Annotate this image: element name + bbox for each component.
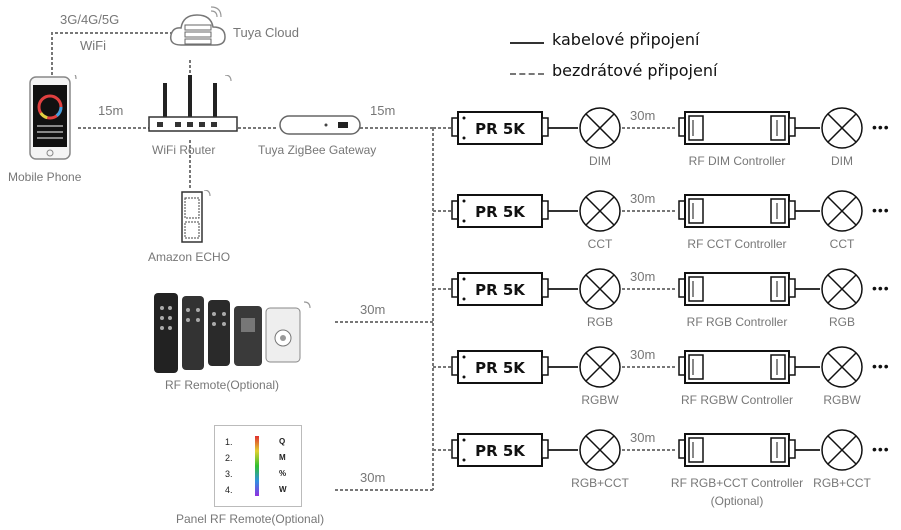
pr5k-label: PR 5K xyxy=(475,203,526,221)
legend-wired-line xyxy=(510,42,544,44)
rf-controller-box xyxy=(678,111,796,145)
output-lamp-label: RGBW xyxy=(823,393,861,407)
output-lamp-label: DIM xyxy=(831,154,853,168)
rf-remote-distance: 30m xyxy=(360,302,386,317)
gateway-label: Tuya ZigBee Gateway xyxy=(258,143,377,157)
output-lamp-label: RGB+CCT xyxy=(813,476,871,490)
rf-controller-box xyxy=(678,272,796,306)
lamp-icon xyxy=(821,268,863,310)
more-ellipsis: ••• xyxy=(872,202,890,218)
pr5k-label: PR 5K xyxy=(475,442,526,460)
panel-color-strip xyxy=(255,436,259,496)
output-lamp-label: CCT xyxy=(829,237,855,251)
lamp-label: RGB+CCT xyxy=(571,476,629,490)
distance-label: 30m xyxy=(630,430,656,445)
echo-icon xyxy=(181,190,211,243)
distance-label: 30m xyxy=(630,347,656,362)
phone-cloud-link xyxy=(51,32,175,75)
rf-controller-box xyxy=(678,194,796,228)
lamp-icon xyxy=(579,107,621,149)
rf-remotes-icon xyxy=(154,293,311,373)
lamp-icon xyxy=(821,107,863,149)
pr5k-label: PR 5K xyxy=(475,359,526,377)
lamp-icon xyxy=(821,346,863,388)
lamp-label: CCT xyxy=(587,237,613,251)
panel-remote-icon: 1. 2. 3. 4. Q M % W xyxy=(214,425,302,507)
panel-key: 2. xyxy=(225,453,233,463)
pr5k-controller: PR 5K xyxy=(451,350,549,384)
distance-label: 30m xyxy=(630,108,656,123)
router-icon xyxy=(148,75,238,132)
pr5k-label: PR 5K xyxy=(475,120,526,138)
lamp-icon xyxy=(579,268,621,310)
panel-key: 1. xyxy=(225,437,233,447)
more-ellipsis: ••• xyxy=(872,441,890,457)
legend-wired-label: kabelové připojení xyxy=(552,30,700,49)
panel-key: M xyxy=(279,453,286,462)
pr5k-controller: PR 5K xyxy=(451,433,549,467)
panel-key: 4. xyxy=(225,485,233,495)
distance-label: 30m xyxy=(630,191,656,206)
lamp-icon xyxy=(579,429,621,471)
phone-label: Mobile Phone xyxy=(8,170,82,184)
rf-remote-label: RF Remote(Optional) xyxy=(165,378,280,392)
gateway-icon xyxy=(279,115,361,135)
panel-left-keys: 1. 2. 3. 4. xyxy=(225,434,233,498)
rf-controller-box xyxy=(678,350,796,384)
panel-key: % xyxy=(279,469,287,478)
rf-controller-note: (Optional) xyxy=(710,494,764,508)
lamp-icon xyxy=(821,190,863,232)
lamp-icon xyxy=(579,346,621,388)
distance-label: 30m xyxy=(630,269,656,284)
pr5k-label: PR 5K xyxy=(475,281,526,299)
rf-controller-box xyxy=(678,433,796,467)
phone-router-distance: 15m xyxy=(98,103,124,118)
legend-wireless-line xyxy=(510,73,544,75)
more-ellipsis: ••• xyxy=(872,119,890,135)
gateway-bus-distance: 15m xyxy=(370,103,396,118)
rf-controller-label: RF RGB Controller xyxy=(686,315,788,329)
panel-key: W xyxy=(279,485,287,494)
mobile-phone-icon xyxy=(29,75,77,160)
network-label: 3G/4G/5G xyxy=(60,12,120,27)
rf-controller-label: RF DIM Controller xyxy=(688,154,786,168)
lamp-label: RGBW xyxy=(581,393,619,407)
pr5k-controller: PR 5K xyxy=(451,194,549,228)
router-label: WiFi Router xyxy=(152,143,216,157)
panel-right-keys: Q M % W xyxy=(279,434,287,498)
more-ellipsis: ••• xyxy=(872,280,890,296)
panel-remote-label: Panel RF Remote(Optional) xyxy=(176,512,325,526)
lamp-icon xyxy=(579,190,621,232)
legend-wireless-label: bezdrátové připojení xyxy=(552,61,718,80)
cloud-label: Tuya Cloud xyxy=(233,25,299,40)
panel-remote-distance: 30m xyxy=(360,470,386,485)
cloud-icon xyxy=(169,6,226,46)
output-lamp-label: RGB xyxy=(828,315,855,329)
lamp-label: RGB xyxy=(586,315,613,329)
pr5k-controller: PR 5K xyxy=(451,111,549,145)
wifi-label: WiFi xyxy=(80,38,106,53)
rf-controller-label: RF CCT Controller xyxy=(687,237,787,251)
lamp-icon xyxy=(821,429,863,471)
rf-controller-label: RF RGBW Controller xyxy=(680,393,793,407)
rf-controller-label: RF RGB+CCT Controller xyxy=(670,476,804,490)
panel-key: 3. xyxy=(225,469,233,479)
more-ellipsis: ••• xyxy=(872,358,890,374)
echo-label: Amazon ECHO xyxy=(148,250,231,264)
panel-key: Q xyxy=(279,437,286,446)
pr5k-controller: PR 5K xyxy=(451,272,549,306)
lamp-label: DIM xyxy=(589,154,611,168)
